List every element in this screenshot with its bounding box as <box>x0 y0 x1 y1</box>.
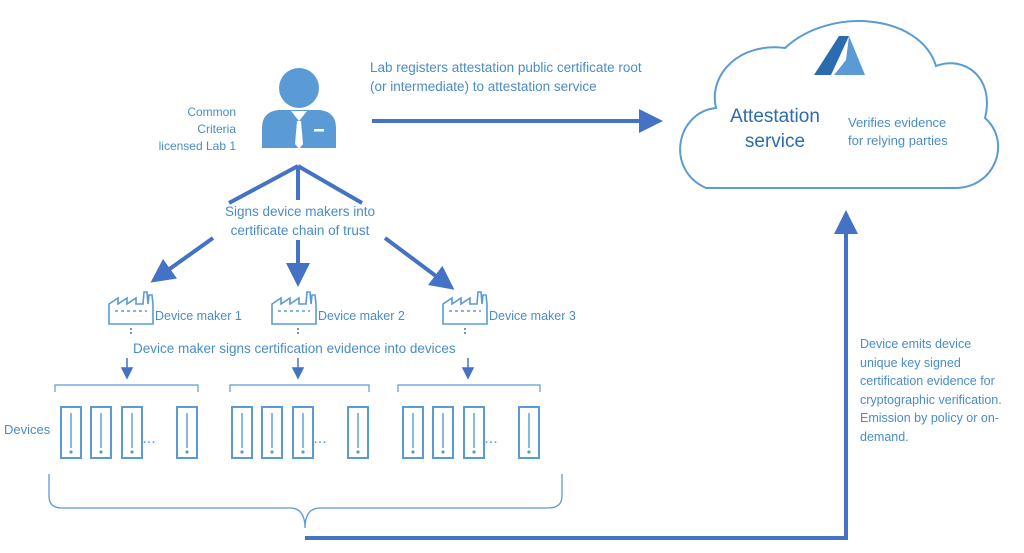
devices-bottom-brace <box>48 474 563 529</box>
server-device-icon <box>402 406 424 459</box>
factory-icon <box>108 291 154 325</box>
azure-logo-icon <box>814 36 865 75</box>
server-device-icon <box>176 406 198 459</box>
server-device-icon <box>60 406 82 459</box>
evidence-return-arrow <box>305 210 858 540</box>
attestation-service-title: Attestation service <box>730 106 820 152</box>
server-device-icon <box>432 406 454 459</box>
server-device-icon <box>121 406 143 459</box>
server-device-icon <box>90 406 112 459</box>
arrow-lab-to-maker-1-lower <box>150 236 215 283</box>
arrow-lab-to-maker-3 <box>296 164 364 205</box>
evidence-emission-label: Device emits device unique key signed ce… <box>860 337 1002 444</box>
device-groups: ......... <box>60 406 540 459</box>
device-maker-3-label: Device maker 3 <box>489 309 576 323</box>
device-group-braces <box>54 384 541 392</box>
device-group-3: ... <box>402 406 540 459</box>
server-device-icon <box>261 406 283 459</box>
attestation-service-description: Verifies evidence for relying parties <box>848 115 948 148</box>
device-maker-1-label: Device maker 1 <box>155 309 242 323</box>
server-device-icon <box>347 406 369 459</box>
lab-to-makers-arrows <box>150 164 455 290</box>
devices-label: Devices <box>4 422 51 437</box>
cloud-icon <box>679 20 1000 189</box>
factory-icon <box>271 291 317 325</box>
maker-to-devices-arrows <box>120 328 475 380</box>
server-device-icon <box>463 406 485 459</box>
server-device-icon <box>231 406 253 459</box>
device-group-1: ... <box>60 406 198 459</box>
device-ellipsis: ... <box>142 430 155 447</box>
factory-icon <box>442 291 488 325</box>
maker-signs-evidence-label: Device maker signs certification evidenc… <box>133 341 456 356</box>
server-device-icon <box>518 406 540 459</box>
registration-label: Lab registers attestation public certifi… <box>370 60 642 94</box>
device-ellipsis: ... <box>313 430 326 447</box>
device-ellipsis: ... <box>484 430 497 447</box>
person-icon <box>262 68 336 149</box>
device-maker-2-label: Device maker 2 <box>318 309 405 323</box>
arrow-lab-to-maker-1 <box>228 164 299 205</box>
signs-makers-label: Signs device makers into certificate cha… <box>224 204 376 238</box>
server-device-icon <box>292 406 314 459</box>
lab-label: Common Criteria licensed Lab 1 <box>158 105 236 153</box>
device-group-2: ... <box>231 406 369 459</box>
arrow-lab-to-maker-3-lower <box>383 236 455 290</box>
